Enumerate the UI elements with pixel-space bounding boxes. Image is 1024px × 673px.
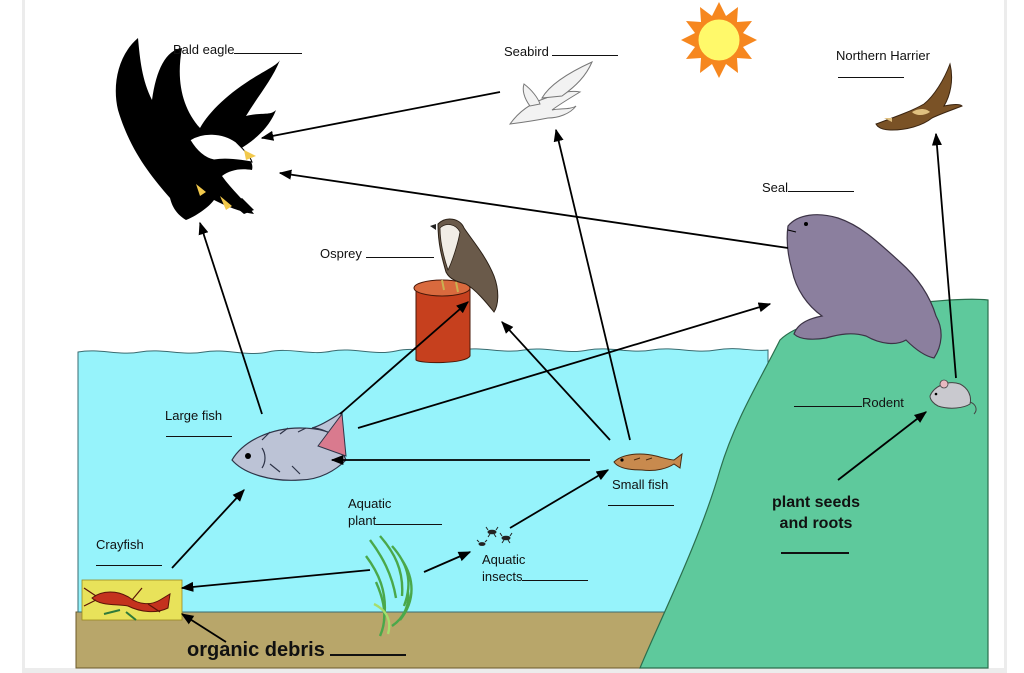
page-frame-bottom xyxy=(22,668,1007,673)
page-frame-right xyxy=(1004,0,1007,673)
small-fish-icon xyxy=(613,452,683,471)
answer-blank[interactable] xyxy=(96,554,162,566)
label-plant-seeds-line2: and roots xyxy=(779,515,853,532)
arrow-crayfish-to-largefish xyxy=(171,489,245,569)
label-rodent: Rodent xyxy=(794,395,904,410)
large-fish-icon xyxy=(231,410,347,481)
land-hill xyxy=(639,298,989,669)
arrow-seal-to-eagle xyxy=(278,169,789,249)
label-aquatic-plant-line1: Aquatic xyxy=(348,496,392,511)
answer-blank[interactable] xyxy=(838,66,904,78)
label-plant-seeds-blank[interactable] xyxy=(781,536,849,559)
label-northern-harrier-blank[interactable] xyxy=(838,66,904,81)
label-organic-debris: organic debris xyxy=(187,636,407,662)
northern-harrier-icon xyxy=(875,62,963,131)
arrow-seeds-to-rodent xyxy=(837,411,927,481)
answer-blank[interactable] xyxy=(794,395,862,407)
answer-blank[interactable] xyxy=(166,425,232,437)
arrow-plant-to-crayfish xyxy=(180,569,371,592)
label-crayfish: Crayfish xyxy=(96,537,144,552)
answer-blank[interactable] xyxy=(234,42,303,54)
label-aquatic-insects-line2: insects xyxy=(482,569,589,584)
post-icon xyxy=(413,279,471,364)
label-bald-eagle: Bald eagle xyxy=(173,42,303,57)
label-crayfish-blank[interactable] xyxy=(96,554,162,569)
seal-icon xyxy=(786,214,942,359)
answer-blank[interactable] xyxy=(330,636,407,656)
answer-blank[interactable] xyxy=(552,44,619,56)
answer-blank[interactable] xyxy=(608,494,674,506)
arrow-insects-to-smallfish xyxy=(509,469,610,529)
label-osprey: Osprey xyxy=(320,246,434,261)
arrow-smallfish-to-seabird xyxy=(553,128,631,441)
rodent-icon xyxy=(929,379,977,415)
label-seal: Seal xyxy=(762,180,855,195)
page-frame-left xyxy=(22,0,25,673)
bald-eagle-icon xyxy=(115,38,281,220)
label-plant-seeds-line1: plant seeds xyxy=(771,494,861,511)
arrow-largefish-to-seal xyxy=(357,302,772,429)
osprey-icon xyxy=(430,218,499,313)
arrow-debris-to-crayfish xyxy=(180,613,227,643)
aquatic-insects-icon xyxy=(476,526,513,546)
arrow-smallfish-to-osprey xyxy=(501,321,611,441)
label-aquatic-insects-line1: Aquatic xyxy=(482,552,526,567)
answer-blank[interactable] xyxy=(365,246,434,258)
seabird-icon xyxy=(508,61,593,125)
label-large-fish: Large fish xyxy=(165,408,223,423)
aquatic-plant-icon xyxy=(365,535,413,637)
food-web-arrows xyxy=(171,91,957,643)
label-northern-harrier: Northern Harrier xyxy=(836,48,930,63)
crayfish-icon xyxy=(81,579,183,621)
arrow-plant-to-insects xyxy=(423,551,472,573)
arrow-largefish-to-osprey xyxy=(339,301,469,415)
answer-blank[interactable] xyxy=(376,513,443,525)
label-aquatic-plant-line2: plant xyxy=(348,513,443,528)
label-small-fish-blank[interactable] xyxy=(608,494,674,509)
arrow-seabird-to-eagle xyxy=(260,91,501,141)
arrow-largefish-to-eagle xyxy=(198,221,263,415)
sun-icon xyxy=(681,2,757,78)
label-small-fish: Small fish xyxy=(612,477,669,492)
label-large-fish-blank[interactable] xyxy=(166,425,232,440)
answer-blank[interactable] xyxy=(788,180,855,192)
answer-blank[interactable] xyxy=(522,569,589,581)
label-seabird: Seabird xyxy=(504,44,619,59)
answer-blank[interactable] xyxy=(781,536,849,554)
arrow-rodent-to-harrier xyxy=(931,132,957,379)
